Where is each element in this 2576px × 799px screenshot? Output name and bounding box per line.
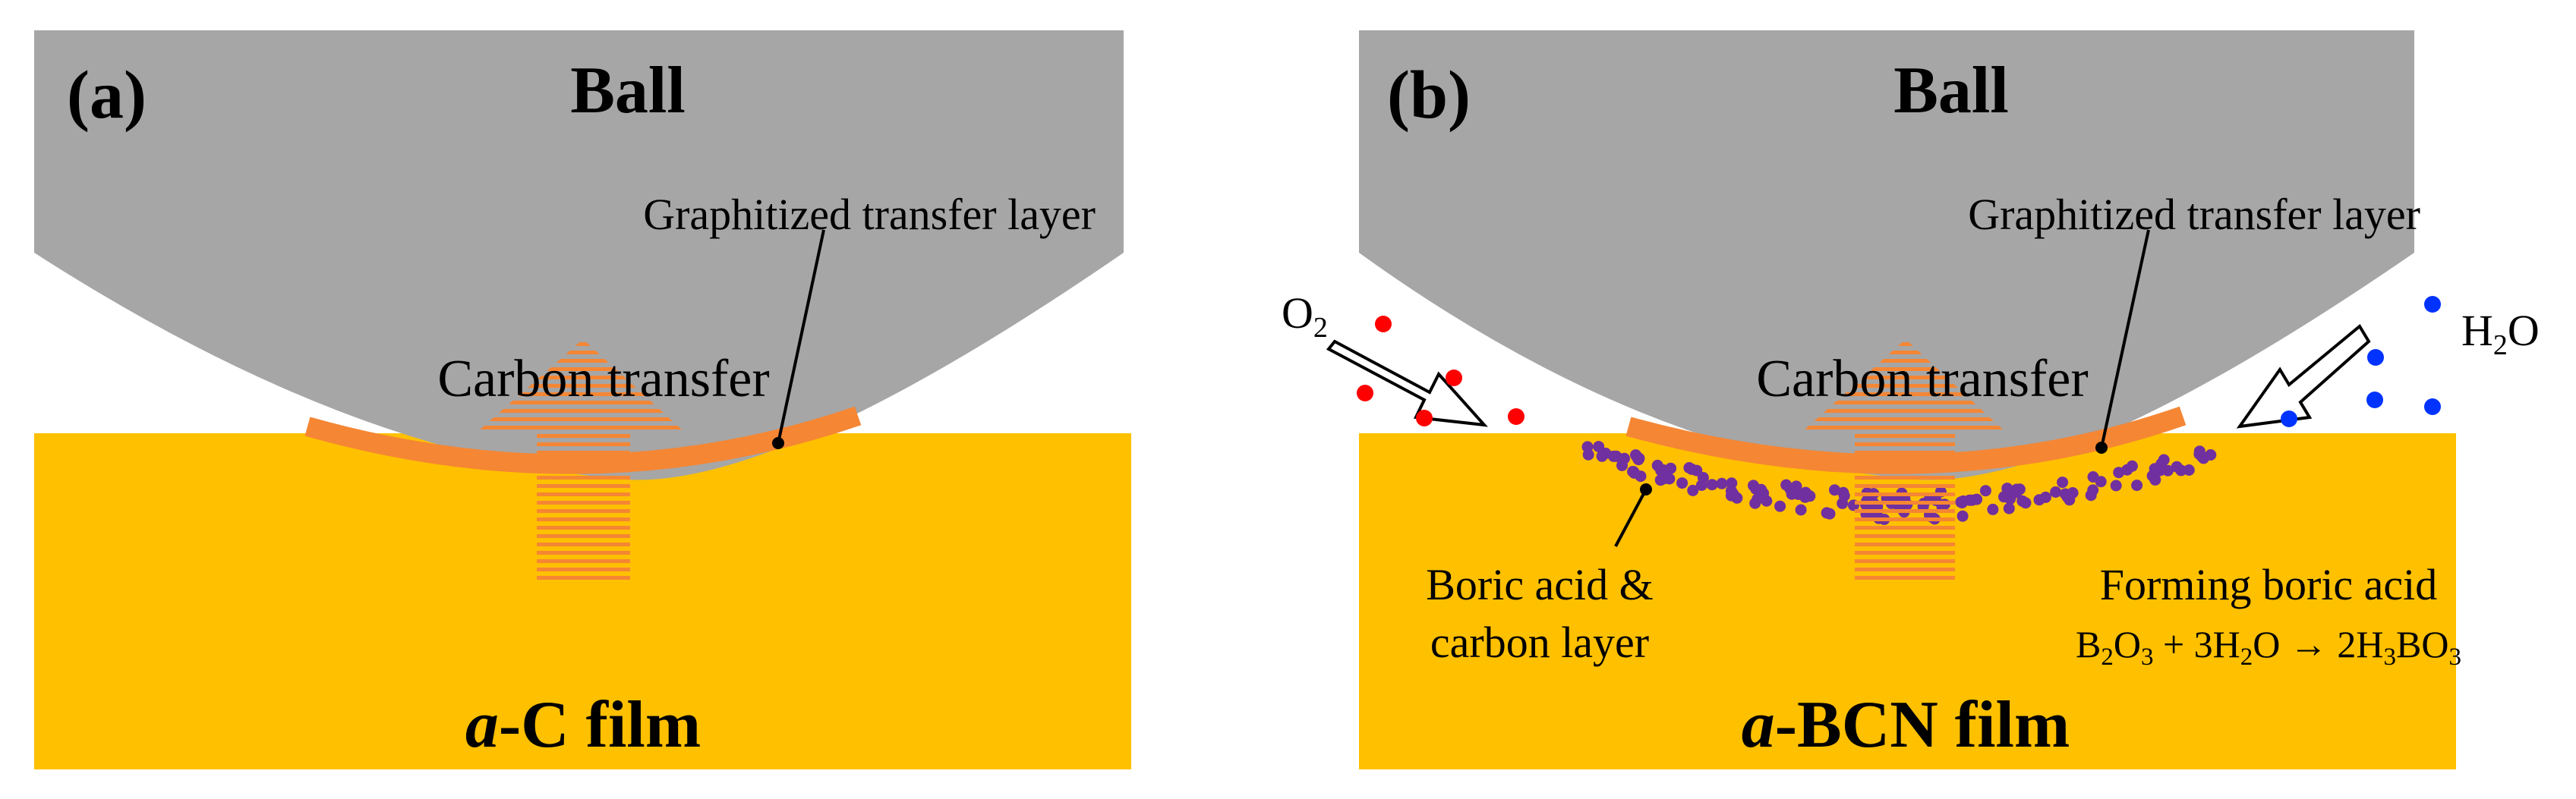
boric-acid-dot	[1706, 479, 1718, 491]
panel-label-a: (a)	[67, 58, 147, 133]
boric-acid-dot	[2171, 461, 2183, 473]
o2-arrow	[1326, 339, 1488, 427]
boric-acid-dot	[1784, 483, 1796, 495]
transfer-layer-leader-b	[2100, 229, 2150, 448]
boric-acid-dot	[1795, 504, 1807, 516]
boric-acid-dot	[1683, 462, 1695, 473]
panel-label-b: (b)	[1387, 58, 1471, 133]
boric-acid-dot	[1829, 484, 1840, 496]
water-dot	[2424, 398, 2441, 415]
boric-acid-dot	[2057, 477, 2069, 489]
boric-acid-dot	[1979, 485, 1991, 497]
boric-acid-dot	[1627, 466, 1639, 477]
boric-acid-dot	[2126, 460, 2138, 472]
ball-label-b: Ball	[1893, 54, 2009, 127]
oxygen-dot	[1508, 408, 1524, 425]
water-dot	[2424, 296, 2441, 313]
boric-acid-dot	[1725, 485, 1737, 497]
boric-acid-dot	[1695, 480, 1707, 491]
boric-acid-dot	[1687, 484, 1699, 496]
transfer-layer-b	[1625, 406, 2187, 474]
boric-acid-dot	[2095, 476, 2107, 488]
boric-acid-dot	[2197, 452, 2209, 464]
boric-leader-dot	[1640, 483, 1652, 495]
film-label-a: a-C film	[465, 688, 701, 762]
transfer-layer-label-b: Graphitized transfer layer	[1968, 190, 2420, 239]
oxygen-dot	[1375, 316, 1392, 332]
carbon-transfer-label-a: Carbon transfer	[437, 350, 769, 408]
boric-acid-dot	[1616, 459, 1628, 471]
boric-acid-dot	[2110, 480, 2122, 492]
panel-a: (a) Ball Graphitized transfer layer Carb…	[34, 30, 1131, 769]
o2-label: O2	[1282, 288, 1328, 344]
boric-acid-dot	[1662, 472, 1674, 484]
boric-acid-dot	[1657, 464, 1669, 476]
water-dot	[2366, 392, 2383, 408]
boric-acid-dot	[1610, 450, 1622, 462]
leader-dot-a	[772, 437, 784, 449]
ball-label-a: Ball	[570, 54, 686, 127]
boric-acid-dot	[1821, 507, 1833, 519]
boric-acid-dot	[1792, 489, 1805, 500]
boric-acid-dot	[2019, 497, 2032, 509]
ball-a	[34, 30, 1124, 480]
boric-acid-dot	[2050, 486, 2062, 498]
transfer-layer-leader-a	[777, 229, 825, 444]
boric-label-line2: carbon layer	[1430, 618, 1649, 667]
boric-leader	[1614, 489, 1647, 547]
carbon-transfer-label-b: Carbon transfer	[1756, 350, 2088, 408]
boric-acid-dot	[2087, 484, 2099, 496]
water-dots	[2281, 296, 2441, 427]
oxygen-dot	[1446, 370, 1462, 386]
boric-acid-dot	[1749, 497, 1761, 509]
boric-acid-dot	[1582, 448, 1594, 461]
water-dot	[2367, 349, 2384, 366]
boric-acid-dot	[2131, 480, 2143, 492]
forming-boric-acid-label: Forming boric acid	[2100, 560, 2438, 609]
leader-dot-b	[2095, 442, 2108, 454]
boric-acid-dot	[1600, 448, 1612, 459]
panel-b: (b) Ball Graphitized transfer layer Carb…	[1282, 30, 2540, 769]
oxygen-dot	[1416, 410, 1433, 426]
boric-acid-dot	[1633, 452, 1645, 464]
transfer-layer-label-a: Graphitized transfer layer	[643, 190, 1096, 239]
oxygen-dot	[1357, 385, 1373, 401]
boric-acid-dot	[1956, 510, 1969, 522]
boric-acid-dot	[2039, 491, 2051, 503]
boric-acid-dot	[2154, 464, 2166, 477]
oxygen-dots	[1357, 316, 1524, 426]
boric-acid-dot	[1774, 500, 1786, 512]
boric-acid-dot	[1838, 489, 1850, 502]
boric-acid-dot	[1676, 477, 1688, 489]
boric-acid-dot	[2149, 473, 2161, 486]
boric-acid-dot	[2161, 464, 2174, 477]
boric-acid-dot	[1987, 503, 1999, 515]
boric-label-line1: Boric acid &	[1426, 560, 1654, 609]
boric-acid-dot	[2158, 454, 2170, 466]
boric-acid-equation: B2O3 + 3H2O → 2H3BO3	[2076, 623, 2461, 671]
boric-acid-dot	[1971, 493, 1983, 505]
boric-acid-dot	[2002, 484, 2014, 496]
h2o-arrow-shape	[2236, 323, 2371, 429]
boric-acid-dot	[2183, 464, 2195, 476]
boric-acid-dot	[2113, 467, 2125, 479]
boric-acid-dot	[2064, 494, 2076, 506]
film-label-b: a-BCN film	[1742, 688, 2070, 762]
h2o-label: H2O	[2461, 306, 2540, 361]
water-dot	[2281, 411, 2297, 427]
boric-acid-dot	[2013, 483, 2026, 495]
boric-acid-dot	[1755, 489, 1767, 502]
boric-acid-dot	[2003, 502, 2015, 514]
ball-b	[1359, 30, 2414, 480]
boric-acid-dot	[1716, 477, 1728, 489]
